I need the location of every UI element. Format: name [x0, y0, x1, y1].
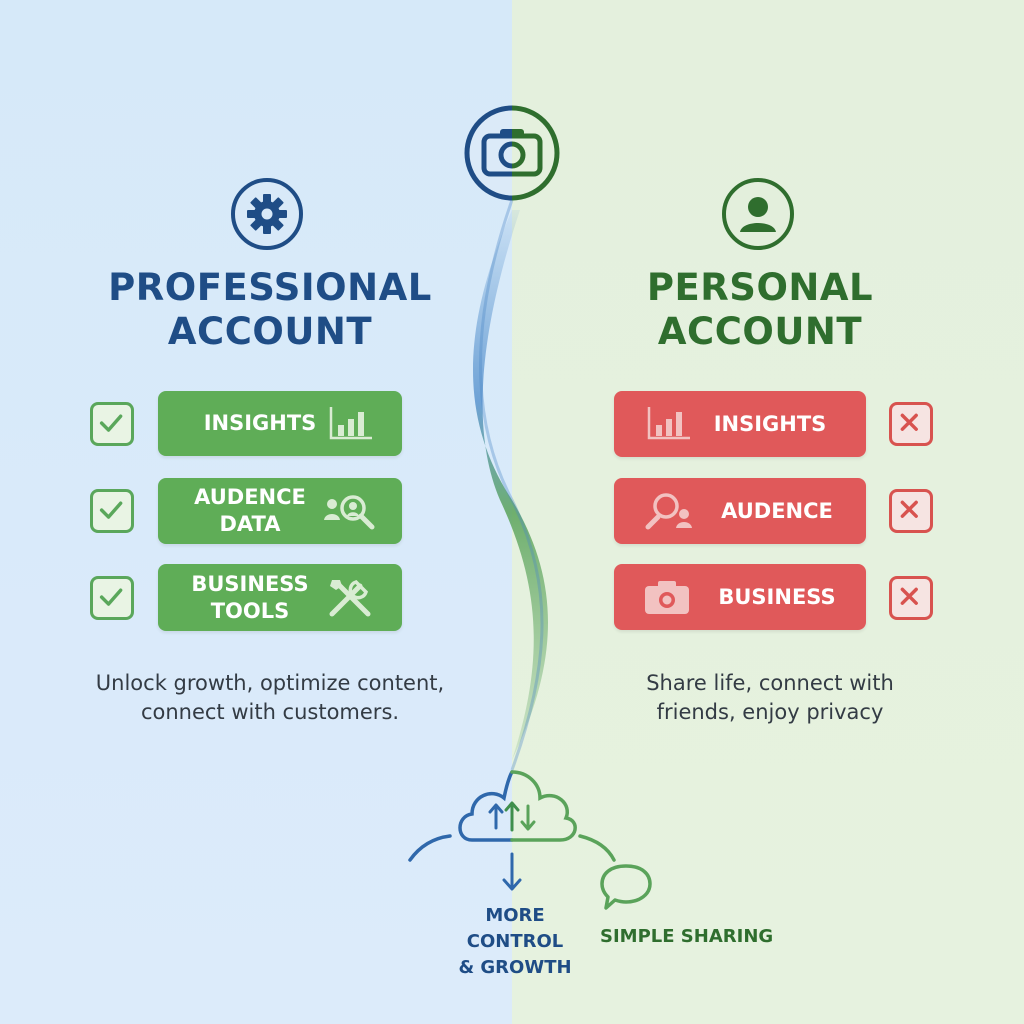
- pro-feature-insights-label: INSIGHTS: [203, 411, 317, 435]
- professional-title-line2: ACCOUNT: [167, 310, 373, 353]
- professional-description-line2: connect with customers.: [140, 700, 400, 724]
- pro-feature-business-label-line1: BUSINESS: [191, 571, 309, 596]
- pro-feature-business-tools: BUSINESS TOOLS: [158, 564, 402, 631]
- professional-description: Unlock growth, optimize content, connect…: [60, 669, 480, 727]
- per-feature-audience-label: AUDENCE: [721, 498, 833, 523]
- per-feature-audience: AUDENCE: [614, 478, 866, 544]
- check-icon: [90, 489, 134, 533]
- personal-description-line1: Share life, connect with: [646, 671, 894, 695]
- more-control-growth-label: MORE CONTROL & GROWTH: [440, 903, 590, 981]
- per-feature-business-label: BUSINESS: [718, 584, 836, 609]
- pro-feature-business-label-line2: TOOLS: [210, 598, 290, 623]
- check-icon: [90, 576, 134, 620]
- connector-left: [408, 834, 452, 862]
- chat-bubble-icon: [600, 864, 652, 910]
- check-icon: [90, 402, 134, 446]
- camera-icon: [645, 581, 689, 614]
- professional-title-line1: PROFESSIONAL: [108, 266, 432, 309]
- more-control-line1: MORE: [485, 905, 545, 926]
- professional-description-line1: Unlock growth, optimize content,: [95, 671, 445, 695]
- personal-description-line2: friends, enjoy privacy: [656, 700, 884, 724]
- gear-icon: [231, 178, 303, 250]
- audience-search-icon: [645, 493, 692, 530]
- pro-feature-audience-label-line2: DATA: [219, 512, 281, 536]
- professional-title: PROFESSIONAL ACCOUNT: [80, 266, 460, 354]
- user-icon: [722, 178, 794, 250]
- pro-feature-audience-data: AUDENCE DATA: [158, 478, 402, 544]
- x-icon: [889, 489, 933, 533]
- per-feature-insights: INSIGHTS: [614, 391, 866, 457]
- pro-feature-audience-label-line1: AUDENCE: [194, 485, 306, 509]
- personal-title: PERSONAL ACCOUNT: [560, 266, 960, 354]
- pro-feature-insights: INSIGHTS: [158, 391, 402, 456]
- bar-chart-icon: [647, 407, 690, 440]
- connector-right: [578, 834, 616, 862]
- camera-icon: [464, 105, 560, 201]
- per-feature-insights-label: INSIGHTS: [713, 411, 827, 436]
- cloud-sync-diagram: [408, 770, 616, 891]
- bar-chart-icon: [329, 407, 372, 440]
- arrow-down-icon: [502, 852, 522, 891]
- audience-search-icon: [324, 495, 375, 530]
- more-control-line2: CONTROL: [466, 931, 564, 952]
- x-icon: [889, 402, 933, 446]
- personal-title-line1: PERSONAL: [646, 266, 874, 309]
- per-feature-business: BUSINESS: [614, 564, 866, 630]
- personal-description: Share life, connect with friends, enjoy …: [570, 669, 970, 727]
- tools-icon: [329, 580, 371, 617]
- more-control-line3: & GROWTH: [458, 957, 572, 978]
- x-icon: [889, 576, 933, 620]
- simple-sharing-label: SIMPLE SHARING: [600, 926, 774, 947]
- cloud-sync-icon: [458, 770, 577, 842]
- personal-title-line2: ACCOUNT: [657, 310, 863, 353]
